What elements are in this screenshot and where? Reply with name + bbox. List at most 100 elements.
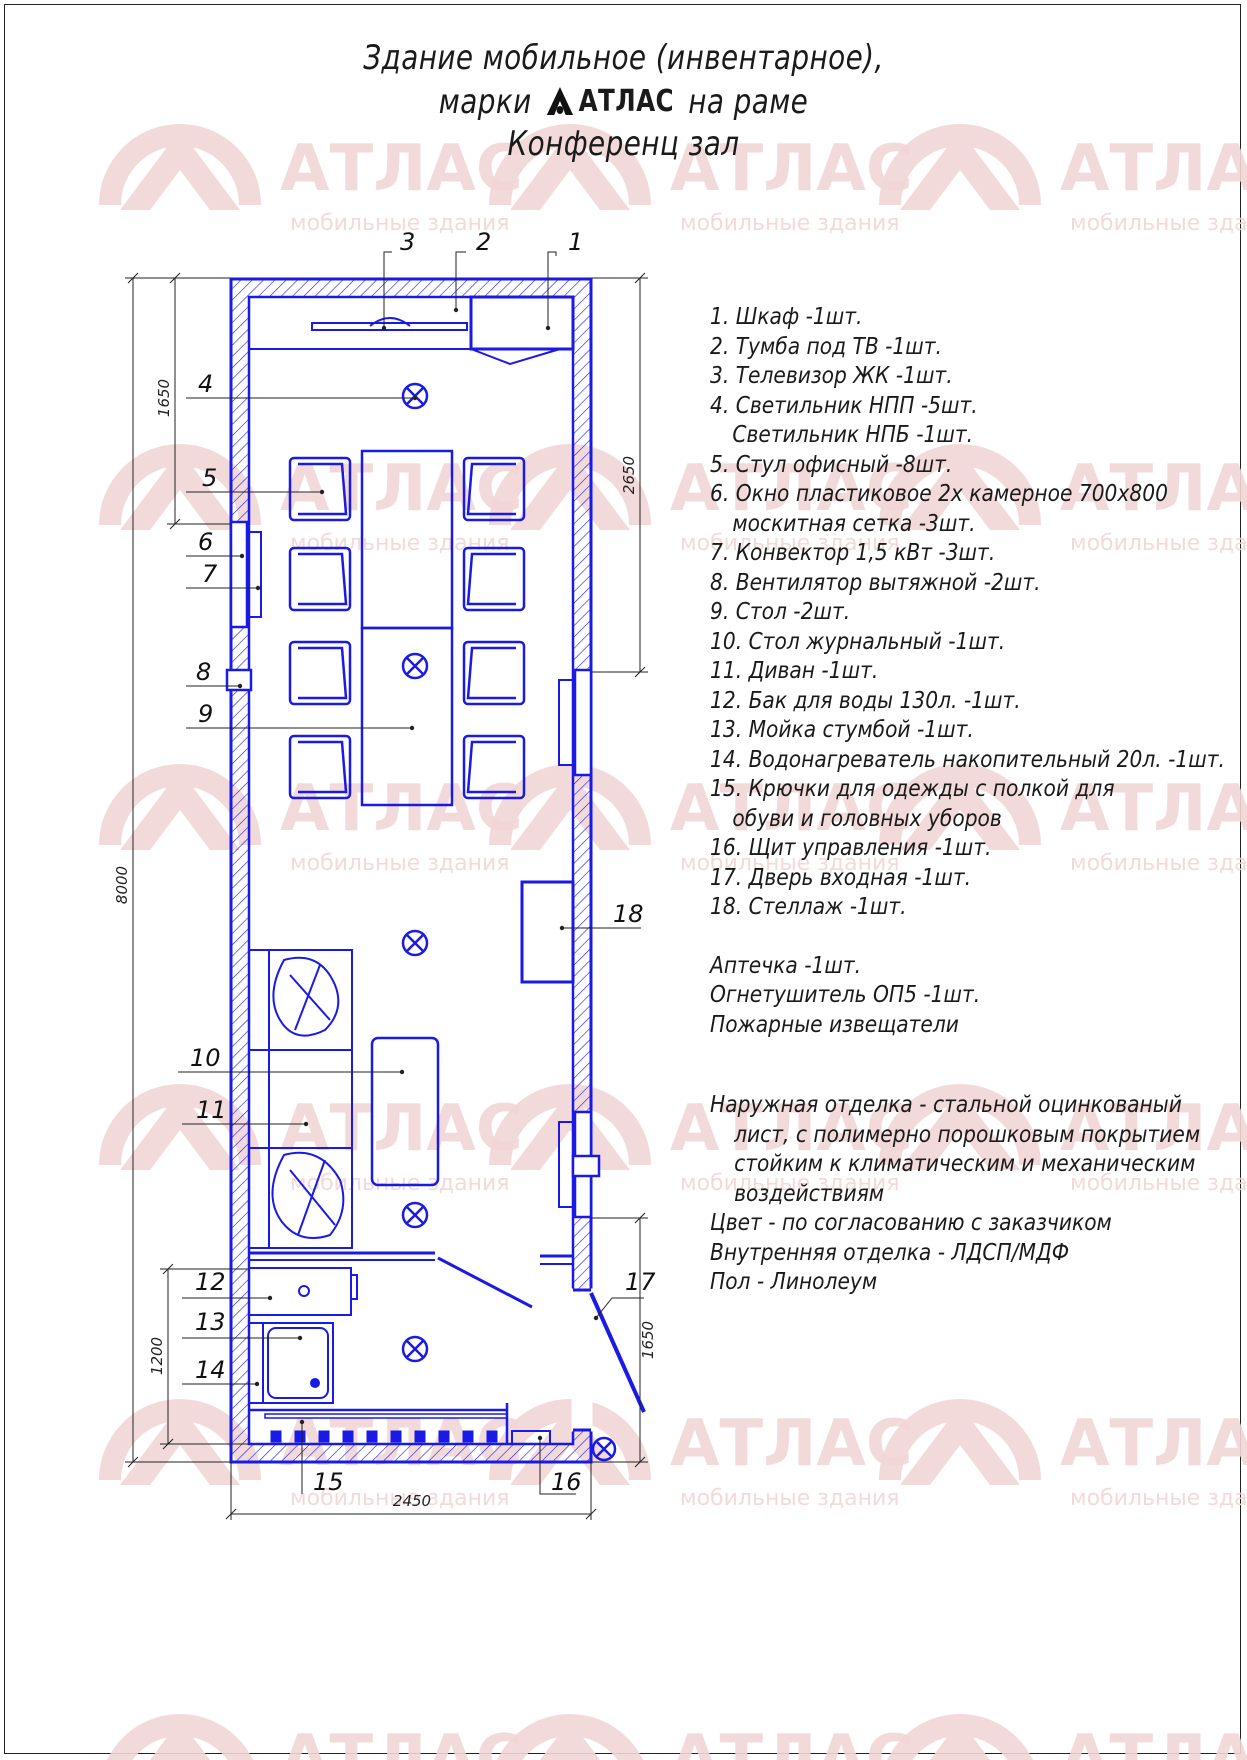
watermark-tagline: мобильные здания	[290, 211, 510, 236]
watermark-tagline: мобильные здания	[680, 531, 900, 556]
note-item: Внутренняя отделка - ЛДСП/МДФ	[710, 1237, 1070, 1266]
hook	[318, 1430, 330, 1443]
hook-shelf	[264, 1413, 508, 1419]
title-line-2: марки АТЛАС на раме	[112, 82, 1135, 122]
wardrobe	[469, 295, 575, 351]
leader-dot	[453, 307, 459, 313]
title-line-3: Конференц зал	[507, 124, 740, 164]
spec-item: 5. Стул офисный -8шт.	[710, 449, 953, 478]
callout-3: 3	[400, 228, 415, 256]
table-2	[360, 626, 454, 807]
watermark-brand: АТЛАС	[1060, 452, 1247, 526]
coffee-table	[370, 1036, 440, 1187]
ceiling-lights	[401, 382, 429, 1363]
leader-line	[547, 251, 557, 328]
leader-dot	[299, 1419, 305, 1425]
extra-item: Аптечка -1шт.	[710, 950, 862, 979]
hook	[390, 1430, 402, 1443]
window-left	[229, 520, 249, 629]
watermark-brand: АТЛАС	[1060, 772, 1247, 846]
brand-logo: АТЛАС	[546, 84, 674, 119]
sink-cabinet	[262, 1322, 334, 1404]
spec-item: 9. Стол -2шт.	[710, 597, 851, 625]
watermark-brand: АТЛАС	[1060, 1722, 1247, 1760]
leader-dot	[237, 683, 243, 689]
note-item: Пол - Линолеум	[710, 1267, 878, 1295]
watermark-tagline: мобильные здания	[680, 211, 900, 236]
shelving	[520, 880, 575, 984]
leader-line	[595, 1297, 644, 1319]
hook	[438, 1430, 450, 1443]
leader-dot	[297, 1335, 303, 1341]
ceiling-light-icon	[401, 929, 429, 957]
watermark-brand: АТЛАС	[280, 1722, 523, 1760]
dim-window-offset: 2650	[620, 456, 638, 494]
dim-wc-block: 1200	[148, 1337, 166, 1375]
chairs-group	[288, 456, 526, 800]
fan-left	[225, 668, 253, 692]
leader-dot	[255, 585, 261, 591]
watermark-brand: АТЛАС	[1060, 132, 1247, 206]
leader-dot	[545, 325, 551, 331]
callout-14: 14	[195, 1356, 226, 1384]
callout-4: 4	[198, 370, 213, 398]
spec-item: Светильник НПБ -1шт.	[732, 420, 974, 448]
office-chair	[462, 640, 526, 706]
leader-dot	[399, 1069, 405, 1075]
hook	[462, 1430, 474, 1443]
hook	[414, 1430, 426, 1443]
brand-name: АТЛАС	[578, 83, 675, 119]
spec-item: 8. Вентилятор вытяжной -2шт.	[710, 567, 1041, 596]
watermark-tagline: мобильные здания	[680, 1486, 900, 1511]
leader-dot	[559, 925, 565, 931]
leader-dot	[303, 1121, 309, 1127]
callout-7: 7	[202, 560, 218, 588]
watermark-brand: АТЛАС	[670, 1407, 913, 1481]
spec-item: 11. Диван -1шт.	[710, 656, 879, 684]
spec-item: 1. Шкаф -1шт.	[710, 302, 863, 330]
note-item: лист, с полимерно порошковым покрытием	[734, 1119, 1201, 1148]
sink-drain	[310, 1378, 320, 1388]
spec-item: 10. Стол журнальный -1шт.	[710, 626, 1006, 655]
convector-right-1	[558, 679, 574, 766]
callout-8: 8	[196, 658, 211, 686]
spec-item: 17. Дверь входная -1шт.	[710, 862, 972, 891]
watermark-brand: АТЛАС	[670, 772, 913, 846]
ceiling-light-icon	[401, 652, 429, 680]
water-tank-outlet	[298, 1285, 310, 1297]
hook	[366, 1430, 378, 1443]
water-heater	[248, 1322, 264, 1404]
wall-hatching	[231, 279, 591, 1462]
watermark-brand: АТЛАС	[1060, 1092, 1247, 1166]
watermark-tagline: мобильные здания	[290, 1171, 510, 1196]
watermark-brand: АТЛАС	[1060, 1407, 1247, 1481]
window-right-1	[573, 668, 593, 777]
callout-2: 2	[476, 228, 491, 256]
hook	[342, 1430, 354, 1443]
leader-dot	[319, 489, 325, 495]
spec-item: 12. Бак для воды 130л. -1шт.	[710, 685, 1021, 714]
spec-item: 18. Стеллаж -1шт.	[710, 892, 907, 920]
dim-door-zone: 1650	[639, 1321, 657, 1359]
spec-item: обуви и головных уборов	[732, 803, 1002, 832]
spec-item: москитная сетка -3шт.	[732, 508, 976, 537]
interior-door-leaf	[437, 1256, 533, 1309]
watermark-brand: АТЛАС	[280, 772, 523, 846]
watermark-tagline: мобильные здания	[1070, 531, 1247, 556]
note-item: стойким к климатическим и механическим	[734, 1149, 1196, 1177]
wardrobe-door	[470, 348, 561, 366]
spec-item: 14. Водонагреватель накопительный 20л. -…	[710, 744, 1225, 773]
sink-bowl	[267, 1327, 329, 1399]
watermark-tagline: мобильные здания	[680, 851, 900, 876]
callout-17: 17	[625, 1268, 656, 1296]
callout-18: 18	[613, 900, 644, 928]
